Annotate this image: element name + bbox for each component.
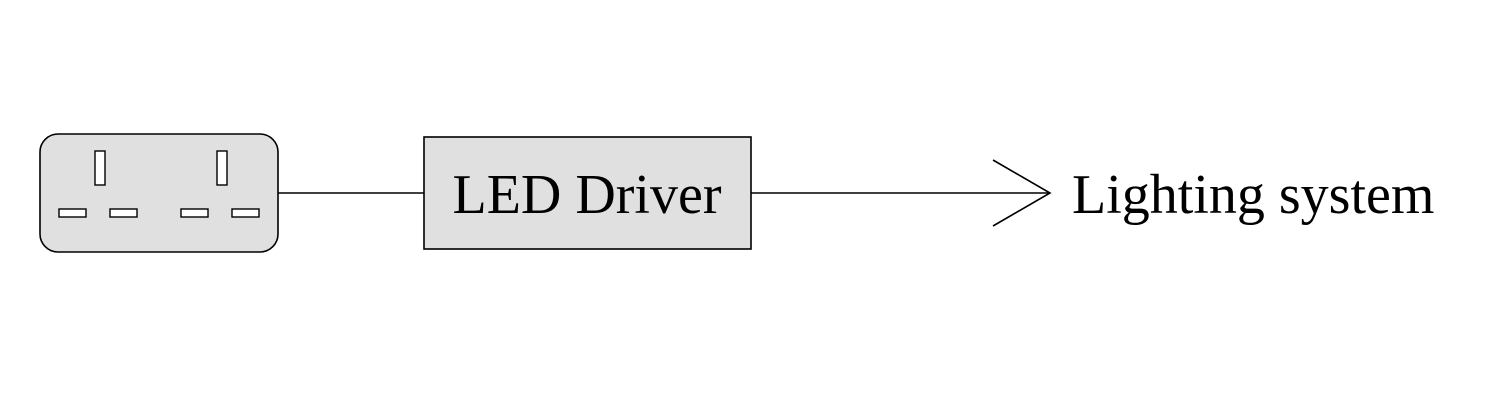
socket-earth-pin-right xyxy=(216,150,228,186)
socket-neutral-pin-right xyxy=(231,208,260,218)
led-driver-rect xyxy=(423,136,752,250)
arrowhead-icon xyxy=(992,159,1052,227)
socket-body xyxy=(39,133,279,253)
socket-live-pin-left xyxy=(58,208,87,218)
socket-live-pin-right xyxy=(180,208,209,218)
socket-neutral-pin-left xyxy=(109,208,138,218)
led-driver-label: LED Driver xyxy=(452,164,721,226)
lighting-system-label: Lighting system xyxy=(1072,164,1434,226)
socket-earth-pin-left xyxy=(94,150,106,186)
power-socket-icon xyxy=(39,133,279,253)
led-driver-box: LED Driver xyxy=(423,136,752,250)
